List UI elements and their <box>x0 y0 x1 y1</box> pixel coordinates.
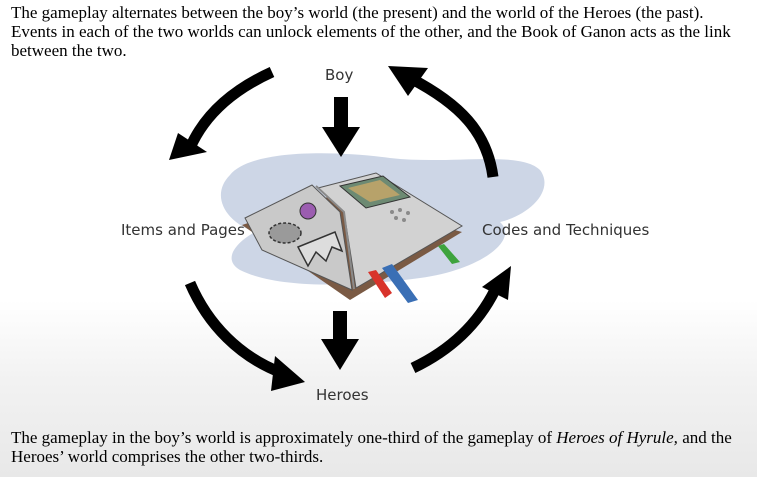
purple-blob <box>299 202 317 220</box>
ribbon-green <box>438 244 460 264</box>
ribbon-blue <box>382 264 418 303</box>
straight-arrows <box>321 97 360 370</box>
game-title: Heroes of Hyrule, <box>556 428 678 447</box>
outro-text-start: The gameplay in the boy’s world is appro… <box>11 428 557 447</box>
arrow-down-top <box>322 127 360 157</box>
outro-text-end: and the Heroes’ world comprises the othe… <box>11 428 732 466</box>
intro-paragraph: The gameplay alternates between the boy’… <box>11 3 731 60</box>
arrow-bottom-left <box>184 280 285 379</box>
label-boy: Boy <box>325 66 354 84</box>
empty-slot <box>268 222 302 244</box>
ribbon-red <box>368 270 392 298</box>
arrowhead-top-left <box>169 133 207 160</box>
arrow-down-bottom <box>321 339 359 370</box>
open-book-icon <box>242 172 463 303</box>
arrow-top-right <box>407 73 499 178</box>
arrowhead-top-right <box>388 66 428 96</box>
arrow-bottom-right <box>410 287 500 373</box>
torn-page <box>296 231 344 268</box>
outro-paragraph: The gameplay in the boy’s world is appro… <box>11 428 751 466</box>
label-items-and-pages: Items and Pages <box>121 221 245 239</box>
arrow-top-left <box>184 66 275 151</box>
curved-arrow-icon <box>184 66 500 379</box>
label-heroes: Heroes <box>316 386 369 404</box>
arrowhead-bottom-right <box>482 266 511 300</box>
label-codes-and-techniques: Codes and Techniques <box>482 221 650 239</box>
arrowheads <box>169 66 511 391</box>
arrowhead-bottom-left <box>271 356 305 391</box>
